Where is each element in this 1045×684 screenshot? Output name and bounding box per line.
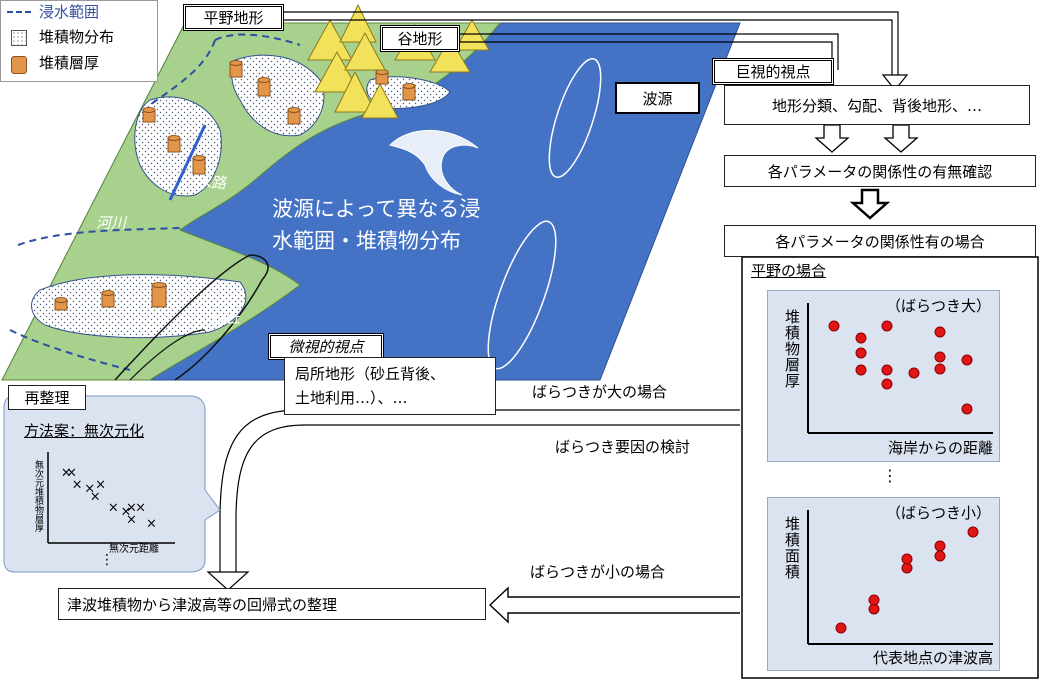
reorganize-ylabel: 無次元堆積物層厚 [33, 460, 43, 532]
center-text-line1: 波源によって異なる浸 [272, 197, 481, 221]
arrow-plain-to-macro [284, 11, 899, 75]
plain-panel-frame [741, 256, 1039, 679]
micro-view-line2: 土地利用…）、… [295, 389, 408, 407]
scatter-point [934, 326, 946, 338]
regression-box: 津波堆積物から津波高等の回帰式の整理 [58, 588, 486, 620]
reorganize-ellipsis: ⋮ [100, 552, 114, 568]
micro-view-line1: 局所地形（砂丘背後、 [295, 365, 446, 383]
variance-factor-text: ばらつき要因の検討 [555, 438, 691, 456]
scatter-point [934, 351, 946, 363]
scatter-point: × [145, 516, 157, 532]
scatter-point: × [135, 500, 146, 516]
arrow-down-2 [883, 124, 919, 153]
wave-ellipse-1 [548, 58, 602, 178]
legend-cylinder-icon [11, 56, 27, 74]
scatter-point [828, 320, 840, 332]
scatter-point [961, 403, 973, 415]
arrow-large-head [206, 571, 250, 591]
scatter-point: × [126, 500, 137, 516]
scatter-point [967, 526, 979, 538]
scatter-point: × [107, 500, 119, 516]
chart2-plot [808, 510, 993, 644]
chart2-xlabel: 代表地点の津波高 [872, 649, 993, 667]
chart1-panel: （ばらつき大） 堆積物層厚 海岸からの距離 [767, 290, 1000, 462]
scatter-point: × [89, 489, 101, 505]
chart2-axes [807, 510, 993, 645]
scatter-point [835, 622, 847, 634]
scatter-point [881, 364, 893, 376]
scatter-point [855, 332, 867, 344]
sediment-area-lower [31, 274, 247, 339]
scatter-point: × [84, 481, 96, 497]
scatter-point: × [126, 512, 137, 528]
scatter-point: × [120, 504, 132, 520]
large-variance-text: ばらつきが大の場合 [532, 383, 668, 401]
inundation-line-2 [214, 33, 301, 46]
legend-inundation: 浸水範囲 [39, 3, 100, 21]
reorganize-method: 方法案：無次元化 [24, 422, 145, 440]
scatter-point: × [71, 477, 83, 493]
chart1-ylabel: 堆積物層厚 [783, 309, 801, 389]
scatter-point [868, 594, 880, 606]
chart1-note: （ばらつき大） [885, 297, 991, 315]
chart1-plot [808, 303, 993, 433]
legend-sediment-distribution: 堆積物分布 [39, 28, 115, 46]
reorganize-xlabel: 無次元距離 [109, 544, 159, 555]
scatter-point [908, 367, 920, 379]
macro-view-body: 地形分類、勾配、背後地形、… [724, 85, 1030, 125]
waterway-line [168, 124, 207, 201]
scatter-point [868, 603, 880, 615]
arrow-small-variance [488, 586, 740, 624]
scatter-point [934, 363, 946, 375]
scatter-point [881, 378, 893, 390]
chart1-xlabel: 海岸からの距離 [887, 439, 993, 457]
legend-dash-icon [7, 11, 31, 13]
small-variance-text: ばらつきが小の場合 [530, 563, 666, 581]
macro-view-title: 巨視的視点 [712, 58, 834, 85]
wave-source-label: 波源 [615, 82, 700, 114]
river-label: 河川 [96, 214, 127, 232]
micro-view-box: 局所地形（砂丘背後、 土地利用…）、… [284, 357, 496, 415]
dune-line-2 [129, 329, 206, 381]
scatter-point [961, 354, 973, 366]
reorganize-plot: ×××××××××××× [48, 452, 175, 543]
legend: 浸水範囲 堆積物分布 堆積層厚 [0, 0, 158, 82]
center-text-line2: 水範囲・堆積物分布 [272, 229, 461, 253]
chart2-ylabel: 堆積面積 [783, 516, 801, 580]
chart2-panel: （ばらつき小） 堆積面積 代表地点の津波高 [767, 497, 1000, 671]
inundation-line-1 [149, 39, 216, 106]
dune-label: 砂丘 [210, 309, 241, 327]
scatter-point [881, 320, 893, 332]
reorganize-title: 再整理 [8, 385, 86, 410]
valley-terrain-label: 谷地形 [380, 25, 460, 52]
scatter-point [901, 562, 913, 574]
scatter-point: × [95, 477, 107, 493]
reorganize-bubble [3, 395, 221, 573]
waterway-label: 水路 [196, 174, 227, 192]
chart1-axes [807, 303, 993, 434]
scatter-point: × [60, 465, 72, 481]
plain-panel-title: 平野の場合 [751, 262, 827, 280]
scatter-point [934, 540, 946, 552]
relation-exists-box: 各パラメータの関係性有の場合 [724, 225, 1036, 257]
plain-terrain-label: 平野地形 [183, 4, 284, 31]
legend-dots-icon [11, 30, 27, 46]
scatter-point: × [66, 465, 78, 481]
sediment-area-upper [231, 54, 325, 137]
scatter-point [855, 347, 867, 359]
arrow-down-3 [849, 188, 891, 220]
arrow-down-1 [814, 124, 850, 153]
check-relation-box: 各パラメータの関係性の有無確認 [724, 155, 1036, 187]
plain-panel-ellipsis: ⋮ [882, 466, 898, 485]
scatter-point [855, 364, 867, 376]
chart2-note: （ばらつき小） [885, 504, 991, 522]
scatter-point [934, 550, 946, 562]
scatter-point [901, 553, 913, 565]
dune-line-1 [114, 254, 269, 381]
inundation-line-3 [17, 227, 181, 246]
legend-sediment-thickness: 堆積層厚 [39, 54, 100, 72]
inundation-line-4 [9, 329, 131, 371]
wave-icon [389, 129, 479, 196]
